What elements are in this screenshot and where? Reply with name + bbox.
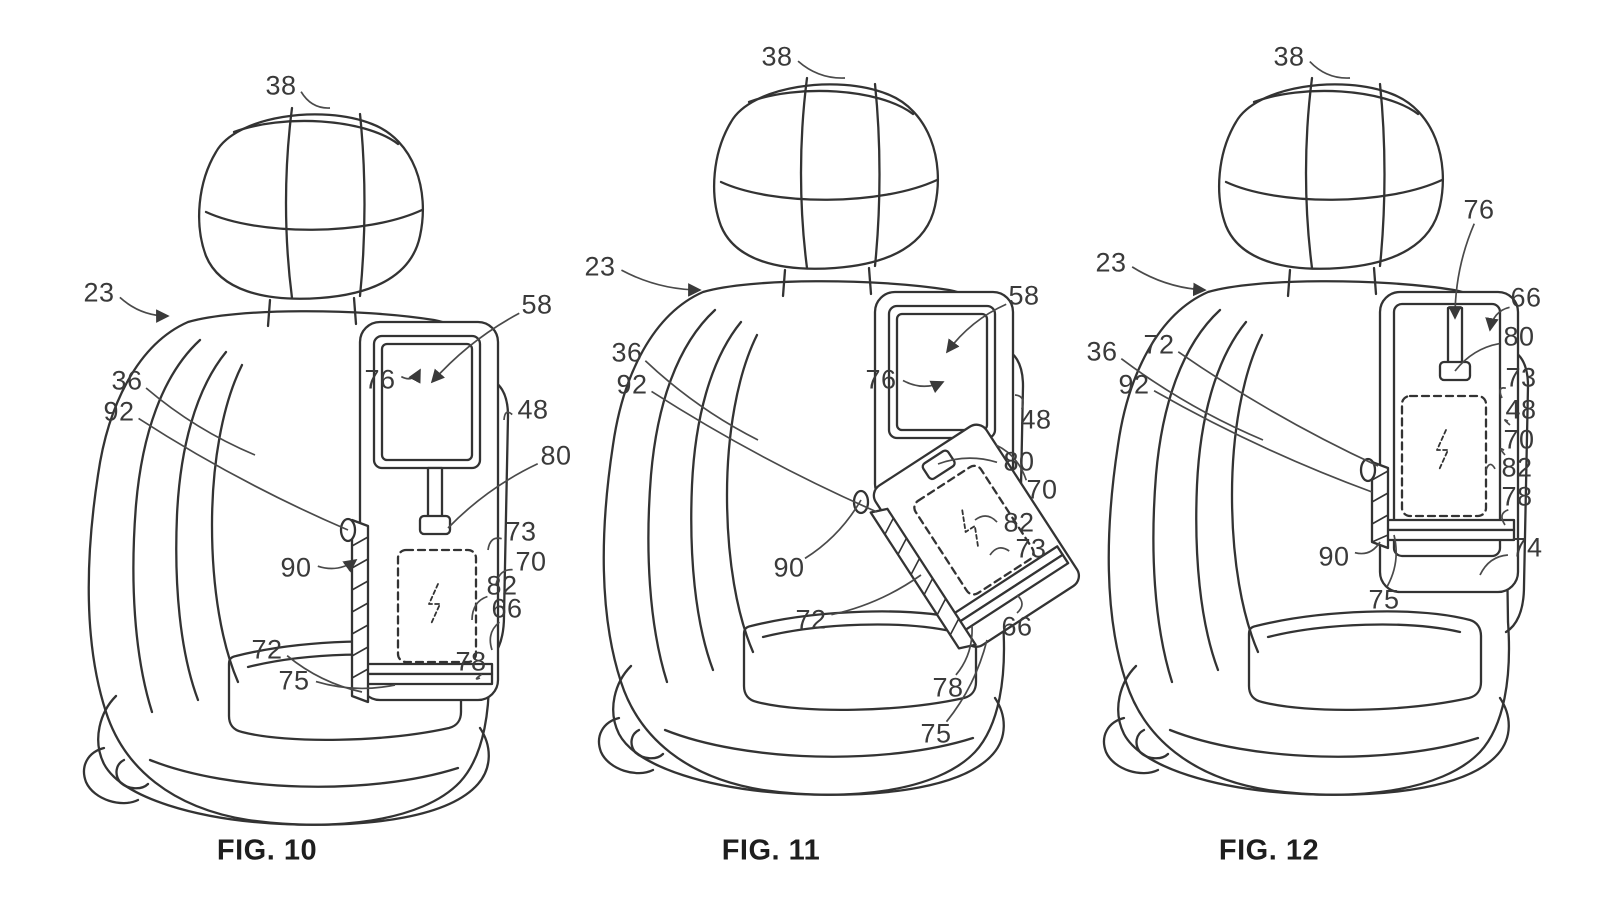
leader-line-78 [1501,509,1509,526]
leader-line-58 [430,312,520,384]
leader-line-72 [1177,351,1379,467]
leader-line-92 [1153,390,1373,493]
leader-line-38 [300,91,331,109]
leader-line-80 [447,462,539,529]
leader-line-66 [1485,306,1510,332]
leader-line-66 [1016,594,1023,614]
leader-line-23 [119,296,170,323]
leader-line-48 [1014,394,1024,410]
leader-line-70 [1499,447,1506,456]
leader-line-23 [1131,266,1207,297]
leader-line-72 [831,574,922,616]
leader-line-48 [503,411,513,421]
leader-line-66 [489,621,500,651]
figure-caption-fig10: FIG. 10 [216,834,318,867]
leader-line-76 [902,379,945,394]
leader-line-48 [1504,419,1511,426]
leader-line-92 [138,417,349,531]
leader-line-36 [1120,358,1264,441]
leader-line-76 [400,368,421,384]
leader-line-70 [995,444,1028,481]
leader-line-75 [945,639,988,723]
leader-line-90 [804,499,862,560]
leader-line-73 [1499,387,1507,399]
leader-line-36 [644,360,759,441]
leader-line-75 [1386,534,1397,587]
leader-line-82 [974,515,998,523]
leader-line-58 [945,303,1007,354]
leader-line-73 [989,547,1010,556]
leader-line-76 [1448,223,1476,320]
leader-line-82 [471,595,488,621]
leader-line-72 [286,655,363,693]
leader-line-74 [1479,554,1508,576]
leader-line-80 [1454,342,1500,372]
figure-caption-fig12: FIG. 12 [1218,834,1320,867]
leader-line-70 [495,568,513,586]
leader-line-80 [937,457,998,465]
leader-line-38 [797,60,846,79]
figure-caption-fig11: FIG. 11 [721,834,821,867]
leader-line-90 [317,558,358,573]
leader-line-36 [145,387,256,456]
leader-line-73 [487,537,502,551]
leader-line-38 [1309,60,1351,79]
leader-line-90 [1354,541,1381,555]
leader-line-23 [621,269,702,297]
leader-line-82 [1485,463,1496,471]
leader-line-78 [475,673,483,680]
leader-line-75 [315,680,396,690]
leader-line-78 [955,625,973,676]
leader-line-92 [651,390,878,513]
